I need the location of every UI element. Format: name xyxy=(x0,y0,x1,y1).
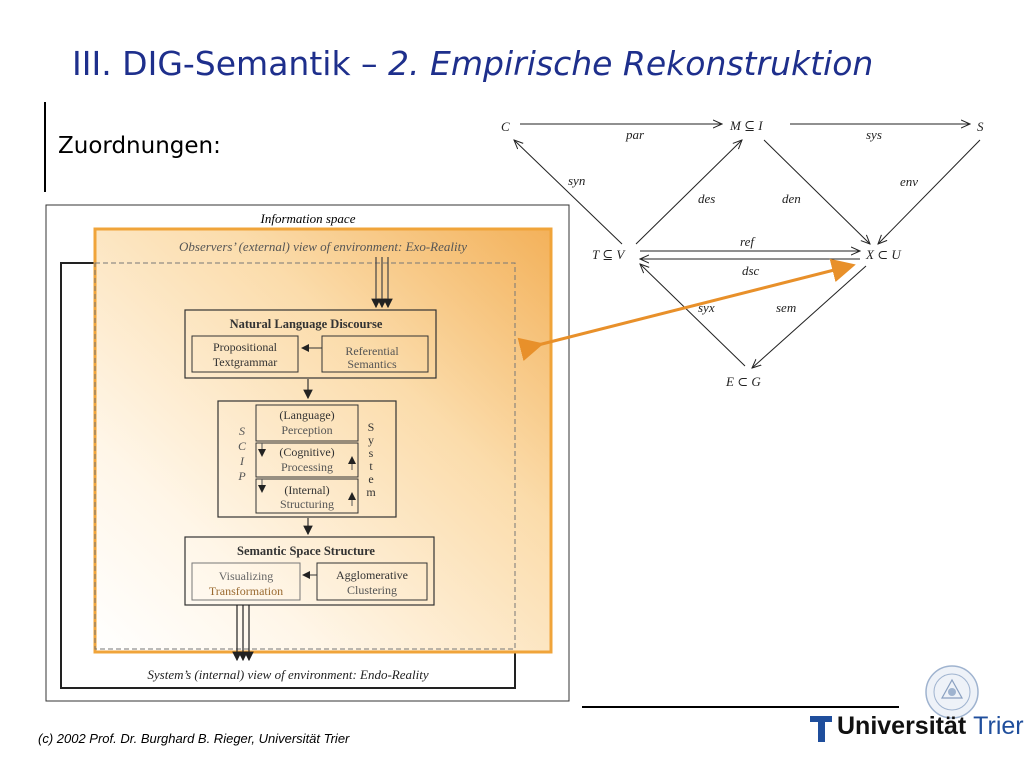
edge-env xyxy=(878,139,981,244)
scip-block-1 xyxy=(255,404,359,442)
node-s: S xyxy=(977,119,984,134)
sss-right-2: Clustering xyxy=(347,583,397,597)
edge-sem xyxy=(752,265,867,368)
edge-sys-label: sys xyxy=(866,127,882,142)
scip-block-2-a: (Cognitive) xyxy=(279,445,334,459)
system-letter: e xyxy=(368,472,373,486)
edge-syn xyxy=(514,140,623,245)
node-xu: X ⊂ U xyxy=(865,247,902,262)
edge-syn-label: syn xyxy=(568,173,585,188)
sss-right-1: Agglomerative xyxy=(336,568,408,582)
right-diagram: C M ⊆ I S T ⊆ V X ⊂ U E ⊂ G par sys syn … xyxy=(501,118,984,389)
info-space-label: Information space xyxy=(260,211,356,226)
dashed-boundary xyxy=(94,262,516,650)
scip-letter: S xyxy=(239,424,245,438)
wordmark-universitaet: Universität xyxy=(837,712,967,740)
sss-left-box xyxy=(191,562,301,601)
system-letter: t xyxy=(369,459,373,473)
node-c: C xyxy=(501,119,510,134)
university-wordmark: Universität Trier xyxy=(837,712,1024,741)
scip-letter: I xyxy=(239,454,245,468)
system-letter: y xyxy=(368,433,374,447)
node-tv: T ⊆ V xyxy=(592,247,626,262)
system-letter: s xyxy=(369,446,374,460)
nld-title: Natural Language Discourse xyxy=(230,317,383,331)
node-mi: M ⊆ I xyxy=(729,118,763,133)
nld-right-2: Semantics xyxy=(347,357,397,371)
nld-box xyxy=(184,309,437,379)
node-eg: E ⊂ G xyxy=(725,374,761,389)
edge-env-label: env xyxy=(900,174,918,189)
edge-ref-label: ref xyxy=(740,234,756,249)
sss-box xyxy=(184,536,435,606)
slide-title: III. DIG-Semantik – 2. Empirische Rekons… xyxy=(72,44,873,83)
edge-dsc-label: dsc xyxy=(742,263,760,278)
scip-letter: P xyxy=(237,469,246,483)
nld-right-1: Referential xyxy=(345,344,399,358)
wordmark-trier: Trier xyxy=(973,712,1024,740)
scip-block-3 xyxy=(255,478,359,514)
nld-right-box xyxy=(321,335,429,373)
exo-label: Observers’ (external) view of environmen… xyxy=(179,239,467,254)
edge-des-label: des xyxy=(698,191,715,206)
scip-letter: C xyxy=(238,439,247,453)
scip-block-2 xyxy=(255,442,359,478)
footer-rule xyxy=(582,706,899,708)
university-logo-mark-icon xyxy=(810,716,832,742)
edge-sem-label: sem xyxy=(776,300,796,315)
nld-left-2: Textgrammar xyxy=(213,355,277,369)
scip-left-letters: S C I P xyxy=(237,424,247,483)
footer-copyright: (c) 2002 Prof. Dr. Burghard B. Rieger, U… xyxy=(38,731,350,746)
title-part-b: 2. Empirische Rekonstruktion xyxy=(388,44,874,83)
nld-left-box xyxy=(191,335,299,373)
endo-label: System’s (internal) view of environment:… xyxy=(147,667,428,682)
nld-left-1: Propositional xyxy=(213,340,278,354)
system-letter: S xyxy=(368,420,375,434)
scip-block-2-b: Processing xyxy=(281,460,333,474)
scip-block-1-b: Perception xyxy=(281,423,332,437)
orange-connector xyxy=(517,258,856,362)
sss-left-2: Transformation xyxy=(209,584,283,598)
scip-block-3-b: Structuring xyxy=(280,497,334,511)
edge-des xyxy=(635,140,742,245)
sss-right-box xyxy=(316,562,428,601)
sss-title: Semantic Space Structure xyxy=(237,544,375,558)
system-letters: S y s t e m xyxy=(366,420,376,499)
sss-left-1: Visualizing xyxy=(219,569,274,583)
subtitle: Zuordnungen: xyxy=(58,133,221,159)
scip-block-3-a: (Internal) xyxy=(284,483,329,497)
title-part-a: III. DIG-Semantik – xyxy=(72,44,378,83)
scip-block-1-a: (Language) xyxy=(279,408,334,422)
system-letter: m xyxy=(366,485,376,499)
edge-den xyxy=(763,139,870,244)
edge-den-label: den xyxy=(782,191,801,206)
edge-par-label: par xyxy=(625,127,645,142)
vertical-rule xyxy=(44,102,46,192)
university-seal-icon xyxy=(925,665,979,719)
scip-box xyxy=(217,400,397,518)
